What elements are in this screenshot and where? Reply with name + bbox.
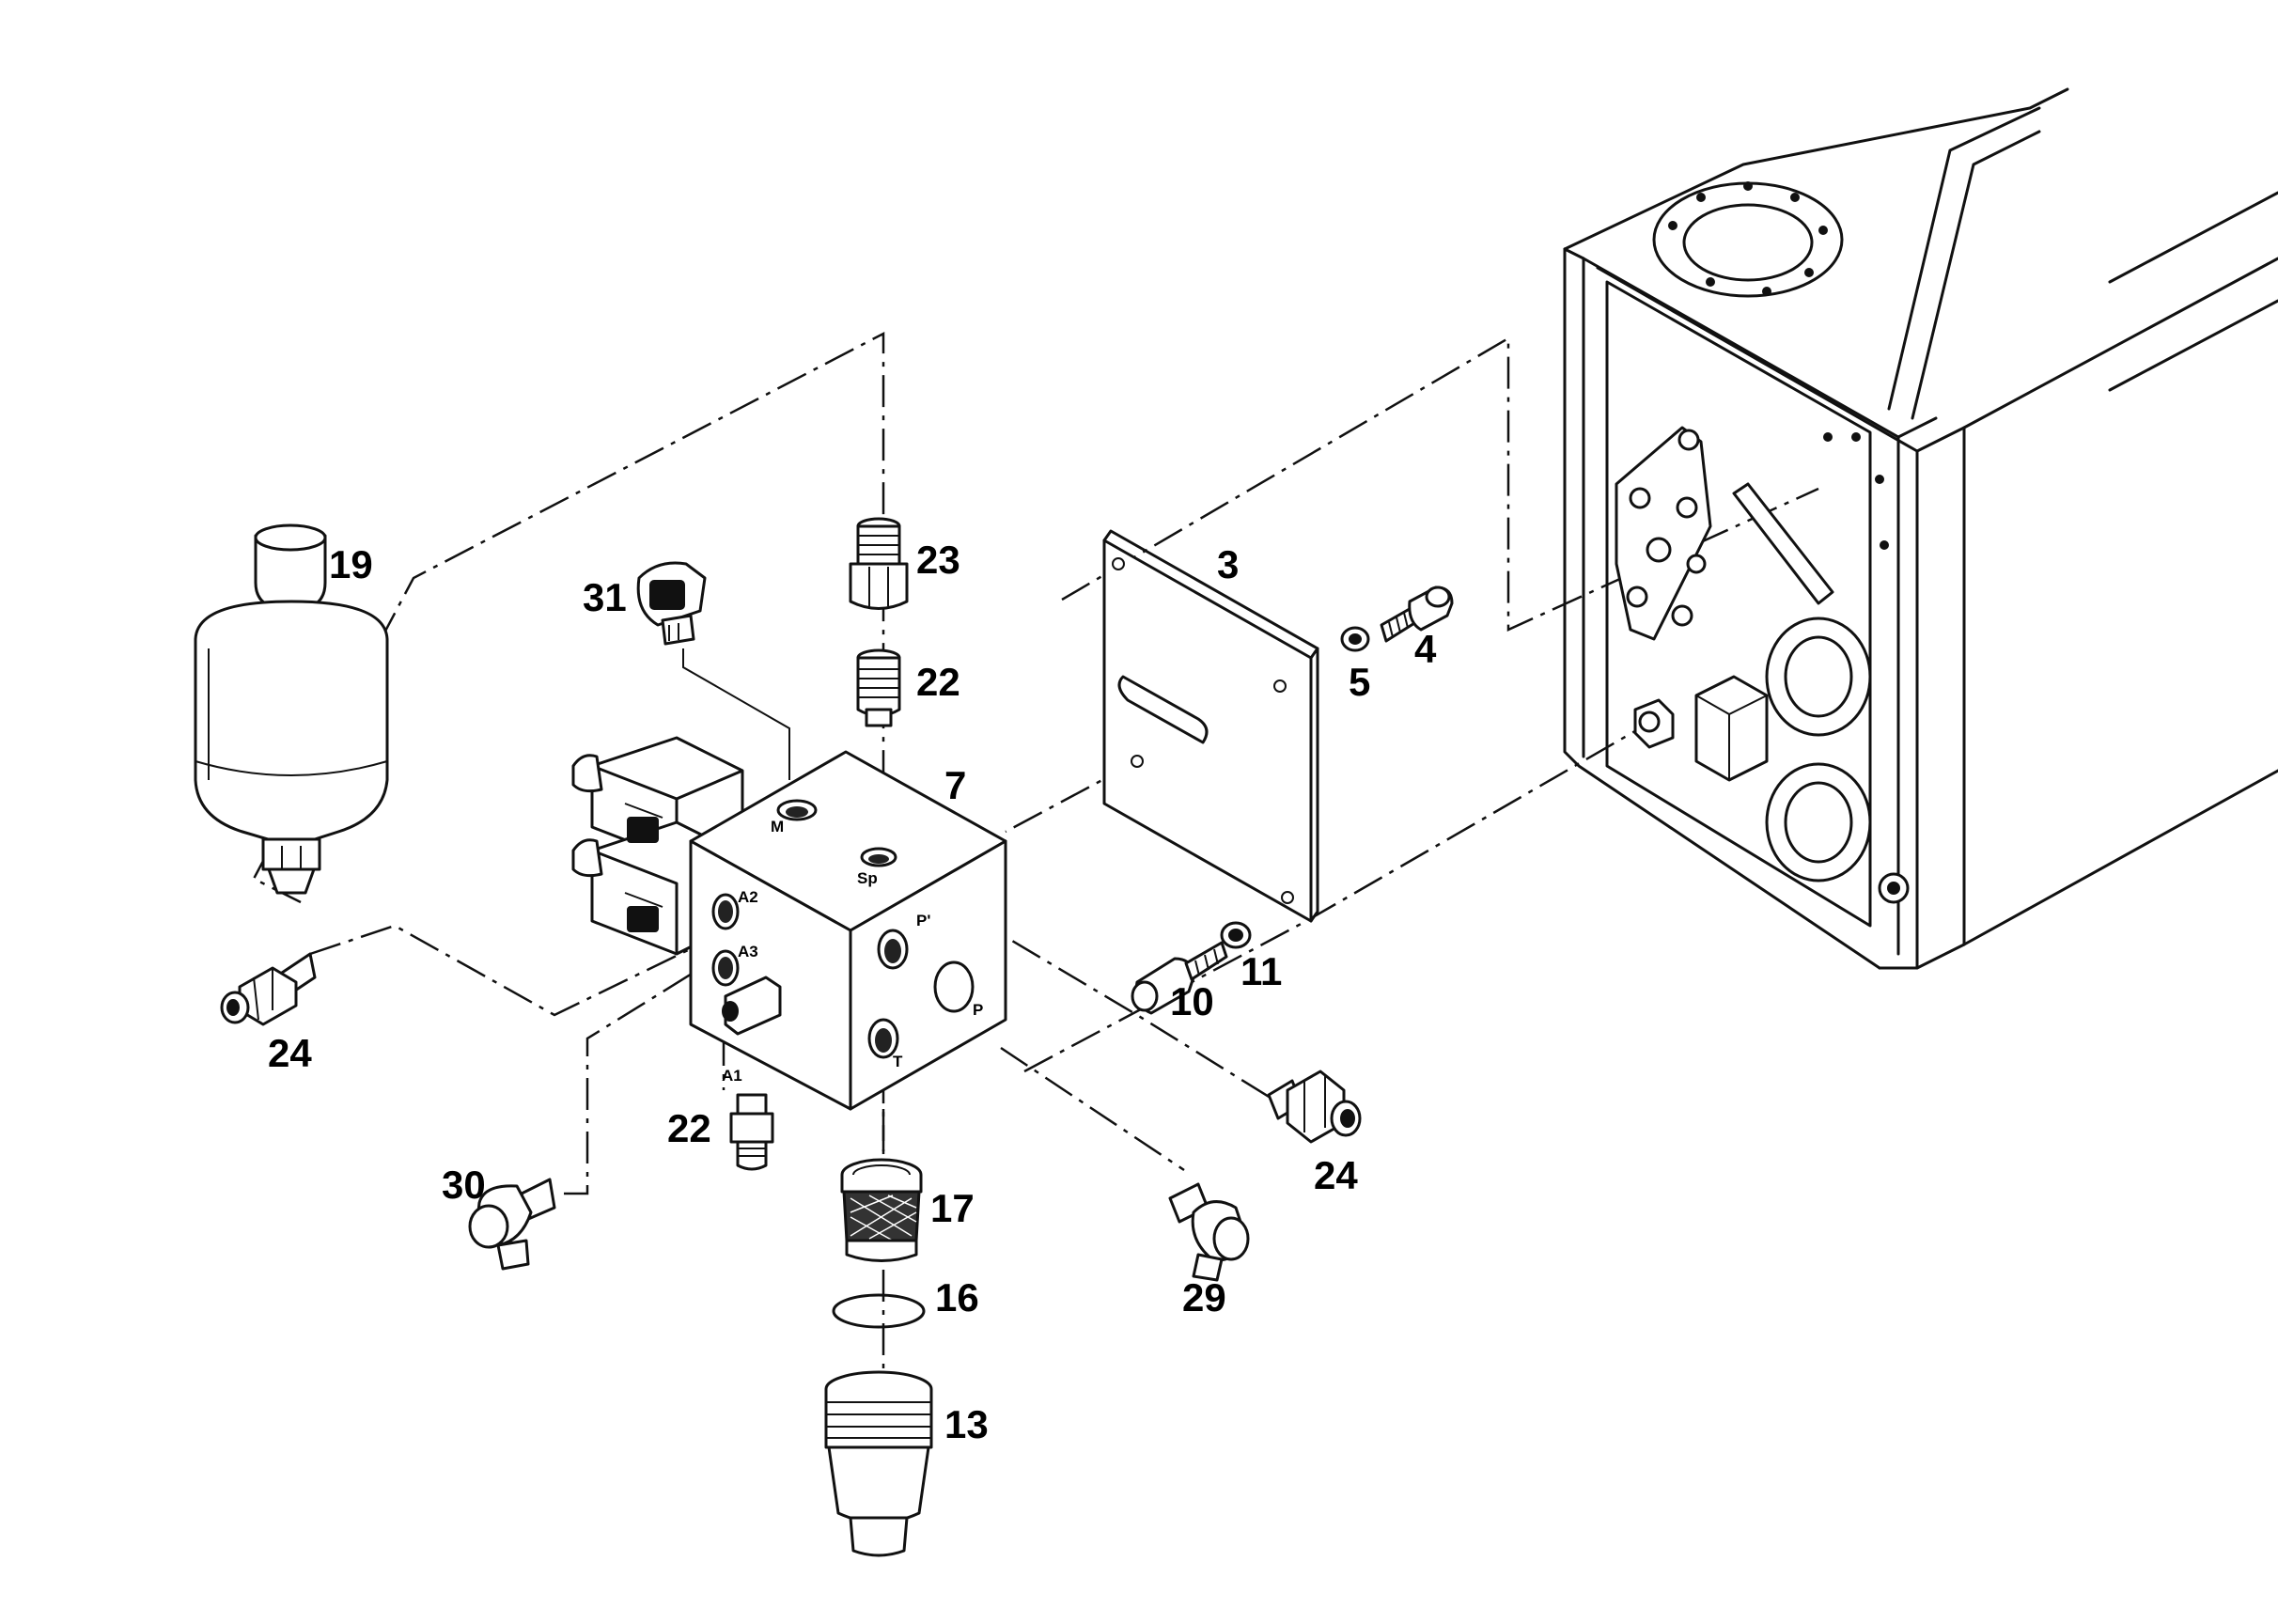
accumulator-part-19 [194,523,389,895]
tank-housing [1563,87,2278,970]
port-label-a1: A1 [722,1067,742,1085]
manifold-block-part-7 [689,750,1007,1111]
callout-30: 30 [442,1163,486,1207]
callout-11: 11 [1240,949,1282,993]
port-label-t: T [893,1053,903,1070]
port-label-p: P [973,1001,983,1019]
callout-3: 3 [1217,542,1239,586]
washer-part-5 [1340,626,1370,652]
elbow-fitting-part-30 [468,1178,556,1271]
nipple-part-22-top [856,648,901,727]
nipple-part-22-bottom [729,1093,774,1171]
callout-24-left: 24 [268,1031,312,1075]
strainer-part-17 [840,1158,923,1262]
callout-31: 31 [583,575,627,619]
callout-19: 19 [329,542,373,586]
callout-labels: 19 31 23 22 7 3 5 4 24 22 30 17 16 13 29… [268,538,1437,1446]
callout-24-right: 24 [1314,1153,1358,1197]
callout-13: 13 [944,1402,989,1446]
fitting-part-23 [849,517,909,610]
callout-23: 23 [916,538,960,582]
cap-screw-part-4 [1380,586,1454,643]
callout-7: 7 [944,763,966,807]
port-label-sp: Sp [857,869,878,887]
fitting-part-24-left [220,952,317,1026]
port-labels: M Sp A2 A3 A1 P' P T [722,818,983,1085]
gasket-plate-part-3 [1102,529,1319,923]
port-label-p-prime: P' [916,912,930,929]
callout-16: 16 [935,1275,979,1320]
callout-22-bottom: 22 [667,1106,711,1150]
elbow-fitting-part-31 [636,561,707,646]
port-label-a2: A2 [738,888,758,906]
port-label-m: M [771,818,784,835]
callout-17: 17 [930,1186,975,1230]
callout-22-top: 22 [916,660,960,704]
callout-5: 5 [1349,660,1370,704]
callout-29: 29 [1182,1275,1226,1320]
washer-part-11 [1220,921,1252,949]
cap-screw-part-10 [1131,941,1228,1015]
o-ring-part-16 [832,1293,926,1329]
elbow-fitting-part-29 [1168,1182,1250,1282]
callout-4: 4 [1414,627,1437,671]
fitting-part-24-right [1267,1070,1362,1144]
callout-10: 10 [1170,979,1214,1023]
solenoid-valves [571,736,744,956]
filter-bowl-part-13 [824,1370,933,1557]
port-label-a3: A3 [738,943,758,960]
